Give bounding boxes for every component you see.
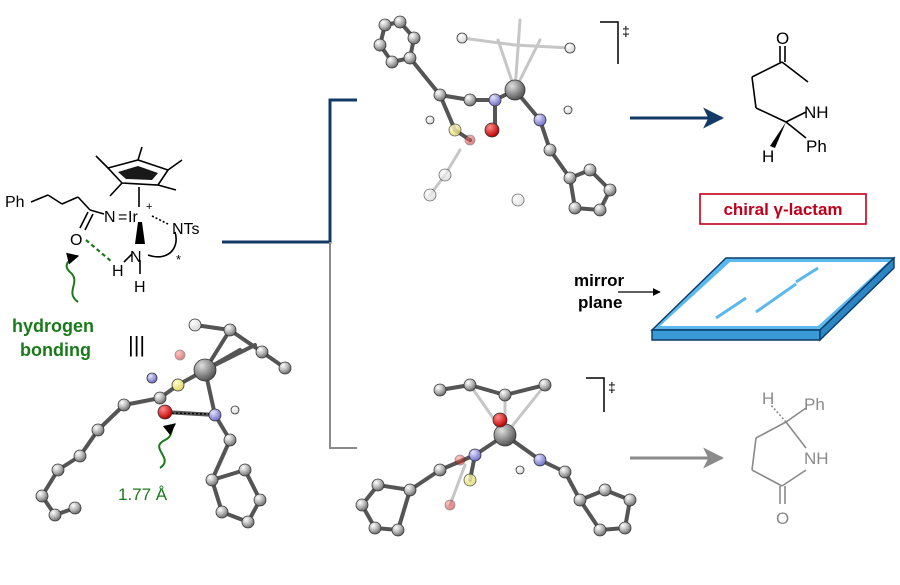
top-lactam-ph: Ph xyxy=(806,137,827,156)
ground-state-3d-model xyxy=(35,318,292,529)
cp-ring xyxy=(106,159,170,186)
ts-dagger-top: ‡ xyxy=(622,23,630,39)
branch-line-disfavored xyxy=(329,242,357,449)
mirror-line-1: mirror xyxy=(574,271,624,290)
distance-label: 1.77 Å xyxy=(118,485,168,504)
bottom-lactam-structure xyxy=(751,403,807,504)
h-label-2: H xyxy=(134,279,146,296)
bottom-lactam-ph: Ph xyxy=(804,395,825,414)
favored-transition-state-model xyxy=(373,15,617,217)
bottom-lactam-nh: NH xyxy=(804,449,829,468)
mirror-plane-graphic xyxy=(650,256,896,342)
bottom-lactam-o: O xyxy=(776,509,789,528)
ts-bracket-bottom xyxy=(586,377,605,412)
top-lactam-structure xyxy=(751,46,809,148)
disfavored-transition-state-model xyxy=(355,378,637,537)
bottom-lactam-labels: H Ph NH O xyxy=(762,389,829,528)
chiral-label-box xyxy=(699,193,867,225)
double-bond-label: = xyxy=(118,209,127,226)
mirror-caption: mirror plane xyxy=(574,271,624,312)
top-lactam-labels: O NH H Ph xyxy=(762,29,829,166)
equivalence-mark: ||| xyxy=(128,332,145,357)
hbond-line-1: hydrogen xyxy=(12,316,94,336)
ts-dagger-bottom: ‡ xyxy=(608,379,616,395)
iridium-complex-structure xyxy=(30,146,183,274)
o-label: O xyxy=(70,232,82,249)
ts-bracket-top xyxy=(600,21,619,64)
chiral-lactam-label: chiral γ-lactam xyxy=(723,200,842,219)
n-amine-label: N xyxy=(130,249,142,266)
ir-label: Ir xyxy=(128,209,138,226)
bottom-lactam-h: H xyxy=(762,389,774,408)
hbond-line-2: bonding xyxy=(20,340,91,360)
hbond-pointer-arrow xyxy=(65,252,80,303)
ir-charge-label: + xyxy=(146,201,152,213)
n-label: N xyxy=(104,209,116,226)
hbond-caption: hydrogen bonding xyxy=(12,316,94,360)
ph-label: Ph xyxy=(5,194,25,211)
nts-label: NTs xyxy=(172,221,200,238)
top-lactam-o: O xyxy=(776,29,789,48)
hydrogen-bond-dash xyxy=(85,239,113,263)
chiral-star-label: * xyxy=(176,252,181,267)
mirror-line-2: plane xyxy=(578,293,622,312)
complex-labels: Ph O N = Ir + NTs H H * N xyxy=(5,194,200,296)
top-lactam-h: H xyxy=(762,147,774,166)
top-lactam-nh: NH xyxy=(804,103,829,122)
branch-line-favored xyxy=(222,98,357,244)
h-label-1: H xyxy=(112,263,124,280)
distance-pointer-arrow xyxy=(158,423,176,469)
